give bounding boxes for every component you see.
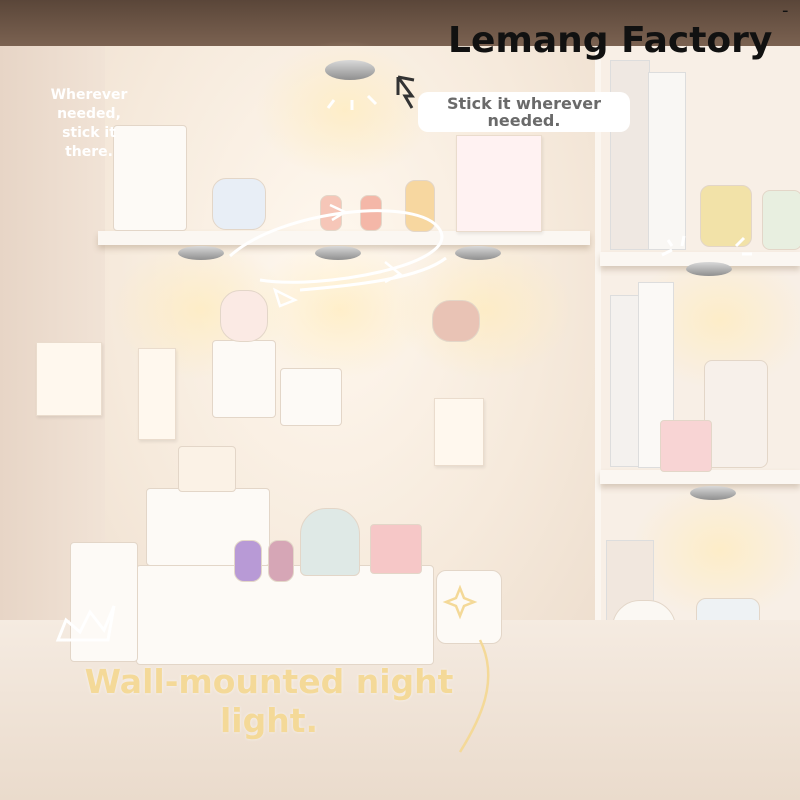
- glass-bottle: [762, 190, 800, 250]
- figurine: [320, 195, 342, 231]
- desk-clock: [212, 178, 266, 230]
- pink-milk-box: [370, 524, 422, 574]
- milk-box: [178, 446, 236, 492]
- hanging-scrunchie: [432, 300, 480, 342]
- cabinet-night-light: [690, 486, 736, 500]
- book: [610, 60, 650, 250]
- tape-organizer: [113, 125, 187, 231]
- stick-it-pill: Stick it wherever needed.: [418, 92, 630, 132]
- drawer-organizer: [70, 542, 138, 662]
- reed-diffuser: [700, 185, 752, 247]
- wall-shelf: [98, 231, 590, 245]
- cabinet-shelf: [600, 470, 800, 484]
- ceiling-night-light: [325, 60, 375, 80]
- cabinet-night-light: [686, 262, 732, 276]
- figurine: [234, 540, 262, 582]
- figurine: [268, 540, 294, 582]
- figurine: [405, 180, 435, 232]
- shelf-night-light: [315, 246, 361, 260]
- light-glow: [630, 480, 800, 620]
- pen-cup: [436, 570, 502, 644]
- teddy-toy: [220, 290, 268, 342]
- left-note-text: Wherever needed, stick it there.: [50, 87, 128, 160]
- pen-holder: [280, 368, 342, 426]
- ceiling-board: [0, 0, 800, 46]
- shelf-night-light: [178, 246, 224, 260]
- heart-notepad: [660, 420, 712, 472]
- brand-title: Lemang Factory: [448, 20, 773, 61]
- light-glow: [395, 240, 575, 380]
- book: [648, 72, 686, 250]
- night-light-caption: Wall-mounted night light.: [84, 662, 454, 740]
- flower-postcard: [456, 135, 542, 232]
- figurine: [360, 195, 382, 231]
- shelf-night-light: [455, 246, 501, 260]
- pill-text: Stick it wherever needed.: [447, 94, 601, 130]
- wall-holder: [212, 340, 276, 418]
- wall-note-card: [36, 342, 102, 416]
- plant-print-card: [434, 398, 484, 466]
- cake-dome: [300, 508, 360, 576]
- orange-print-card: [138, 348, 176, 440]
- book: [638, 282, 674, 468]
- cup: [704, 360, 768, 468]
- corner-mark: -: [782, 0, 789, 21]
